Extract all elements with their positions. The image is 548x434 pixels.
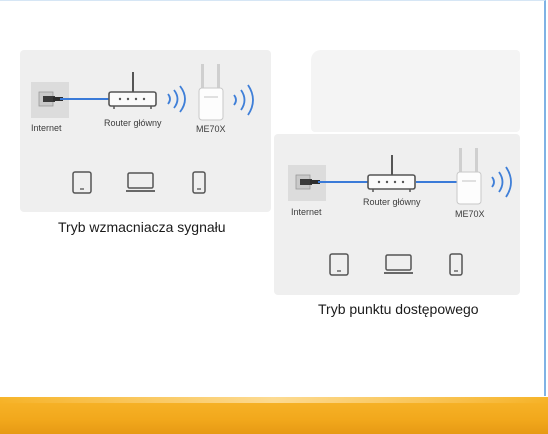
router-label: Router główny: [104, 118, 162, 128]
smartphone-icon: [449, 253, 463, 276]
device-label: ME70X: [196, 124, 226, 134]
wifi-signal-icon: [233, 84, 254, 116]
router-label: Router główny: [363, 197, 421, 207]
page-frame: [0, 0, 546, 396]
laptop-icon: [384, 254, 413, 274]
device-label: ME70X: [455, 209, 485, 219]
range-extender-icon: [456, 148, 482, 205]
background-panel: [311, 50, 520, 132]
laptop-icon: [126, 172, 155, 192]
ethernet-cable: [318, 181, 370, 183]
access-point-mode-caption: Tryb punktu dostępowego: [318, 301, 479, 317]
range-extender-icon: [198, 64, 224, 121]
access-point-mode-diagram: [274, 134, 520, 295]
main-router-icon: [108, 72, 157, 109]
repeater-mode-caption: Tryb wzmacniacza sygnału: [58, 219, 226, 235]
wifi-signal-icon: [491, 166, 512, 198]
tablet-icon: [329, 253, 349, 276]
smartphone-icon: [192, 171, 206, 194]
main-router-icon: [367, 155, 416, 192]
ethernet-cable: [60, 98, 110, 100]
bottom-banner: [0, 397, 548, 434]
wifi-signal-icon: [167, 85, 186, 113]
ethernet-cable: [416, 181, 458, 183]
internet-label: Internet: [291, 207, 322, 217]
tablet-icon: [72, 171, 92, 194]
internet-label: Internet: [31, 123, 62, 133]
repeater-mode-diagram: [20, 50, 271, 212]
